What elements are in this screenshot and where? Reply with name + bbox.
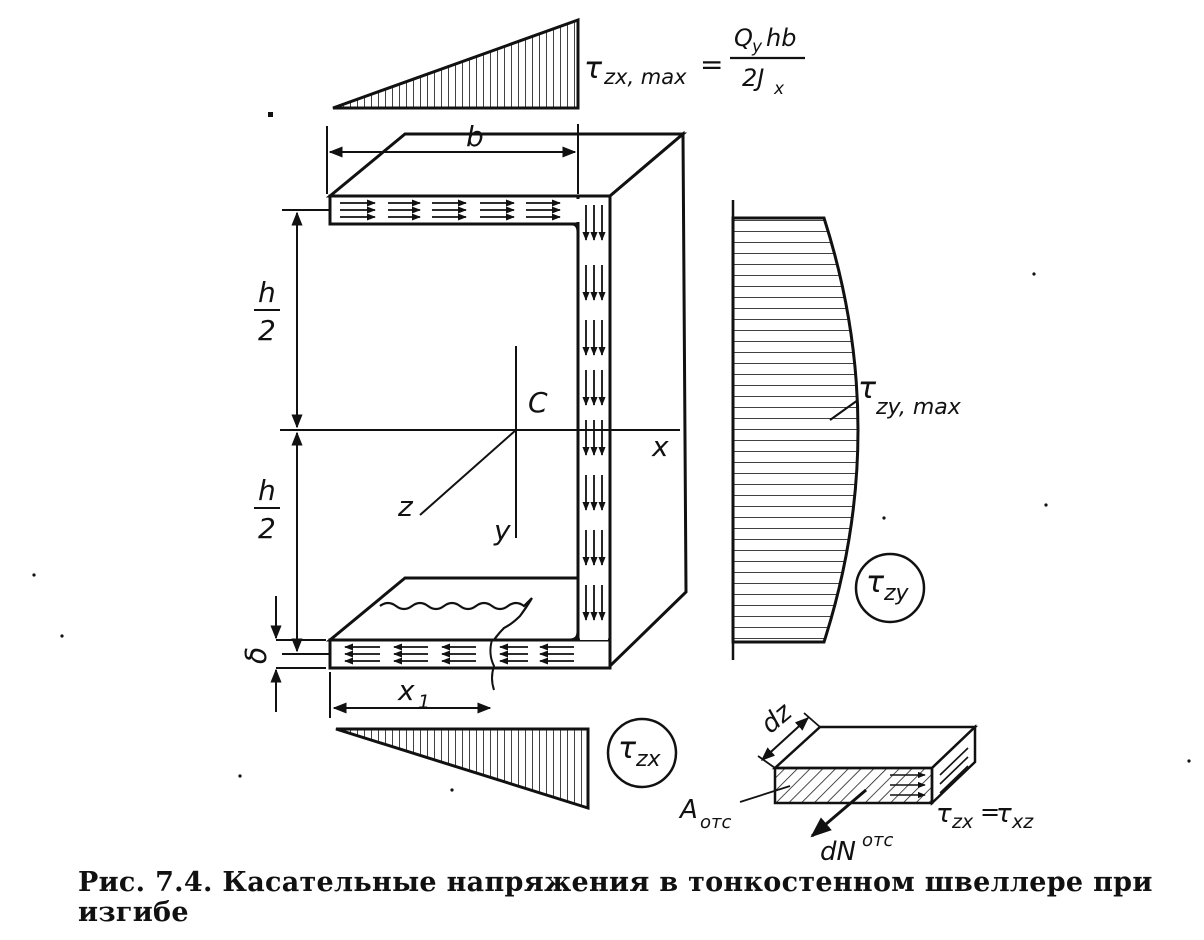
- svg-text:zx, max: zx, max: [603, 65, 687, 89]
- dimension-h: h 2 h 2: [254, 209, 680, 655]
- scan-specks: [32, 112, 1191, 792]
- dimension-b: b: [326, 120, 579, 194]
- lower-flange-top-face: [325, 576, 582, 642]
- dimension-x1: x 1: [329, 672, 492, 718]
- svg-text:h: h: [258, 474, 276, 507]
- caption-line-2: изгибе: [78, 897, 189, 928]
- flange-element: dz A отс dN отс τ zx = τ xz: [678, 697, 1034, 867]
- svg-text:x: x: [773, 79, 785, 99]
- svg-text:1: 1: [418, 691, 430, 713]
- caption-line-1: Рис. 7.4. Касательные напряжения в тонко…: [78, 867, 1153, 898]
- bottom-flange-stress-diagram: [335, 727, 590, 811]
- svg-text:x: x: [651, 430, 669, 463]
- top-flange-stress-diagram: [332, 17, 580, 110]
- svg-text:2: 2: [258, 512, 276, 545]
- svg-text:2J: 2J: [742, 64, 764, 92]
- svg-text:zy, max: zy, max: [875, 395, 962, 420]
- svg-text:τ: τ: [858, 371, 877, 406]
- z-axis-line: [419, 429, 517, 516]
- svg-text:h: h: [258, 276, 276, 309]
- tau-zx-max-formula: τ zx, max = Q y hb 2J x: [584, 24, 805, 99]
- svg-text:τ: τ: [866, 565, 885, 600]
- tau-zx-circle-label: τ zx: [606, 717, 678, 789]
- svg-text:=: =: [700, 48, 723, 81]
- svg-text:τ: τ: [584, 51, 603, 86]
- svg-text:zx: zx: [635, 747, 662, 772]
- svg-text:отс: отс: [862, 830, 893, 851]
- svg-text:dN: dN: [820, 837, 856, 867]
- svg-text:z: z: [397, 490, 414, 523]
- web-side-face: [608, 130, 688, 670]
- svg-text:xz: xz: [1011, 811, 1034, 833]
- svg-text:C: C: [528, 386, 548, 419]
- svg-text:τ: τ: [996, 799, 1012, 829]
- svg-text:τ: τ: [618, 731, 637, 766]
- upper-flange-shear-arrows: [340, 199, 561, 221]
- tau-zy-circle-label: τ zy: [854, 552, 926, 624]
- figure-caption: Рис. 7.4. Касательные напряжения в тонко…: [78, 868, 1198, 928]
- svg-text:hb: hb: [766, 24, 796, 52]
- svg-text:отс: отс: [700, 812, 731, 833]
- svg-text:=: =: [980, 798, 1000, 826]
- svg-text:τ: τ: [936, 799, 952, 829]
- svg-text:Q: Q: [734, 24, 753, 52]
- dimension-delta: δ: [240, 596, 326, 712]
- svg-text:y: y: [493, 514, 511, 547]
- svg-text:zy: zy: [883, 581, 910, 606]
- svg-text:A: A: [678, 795, 698, 825]
- coordinate-axes: C x y z: [397, 346, 669, 547]
- svg-text:x: x: [397, 674, 415, 707]
- svg-text:δ: δ: [240, 647, 273, 664]
- lower-flange-shear-arrows: [344, 643, 574, 665]
- svg-text:y: y: [751, 37, 763, 57]
- web-stress-diagram: τ zy, max: [731, 200, 962, 660]
- svg-text:2: 2: [258, 314, 276, 347]
- web-shear-arrows: [582, 205, 606, 621]
- svg-text:b: b: [466, 120, 484, 153]
- svg-text:zx: zx: [951, 811, 974, 833]
